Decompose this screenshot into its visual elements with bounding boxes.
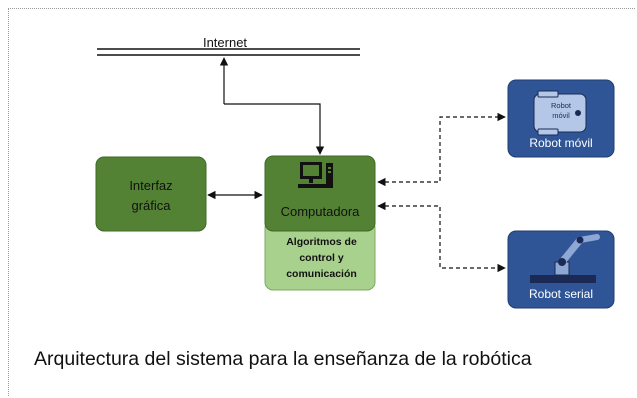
interfaz-grafica-box[interactable]	[95, 156, 207, 232]
figure-frame	[8, 8, 635, 396]
computer-icon	[298, 162, 333, 188]
computadora-label: Computadora	[280, 204, 360, 219]
robot-arm-icon	[530, 234, 600, 283]
internet-label: Internet	[202, 35, 248, 50]
figure-caption: Arquitectura del sistema para la enseñan…	[34, 348, 532, 370]
robot-serial-label: Robot serial	[528, 287, 594, 301]
computadora-robot-movil-connector	[377, 112, 506, 187]
mobile-robot-icon	[533, 90, 587, 136]
computadora-robot-serial-connector	[377, 201, 506, 273]
robot-movil-label: Robot móvil	[529, 136, 593, 150]
internet-computadora-connector-2	[224, 103, 325, 155]
computadora-box[interactable]	[264, 155, 376, 232]
internet-bus	[97, 48, 360, 56]
